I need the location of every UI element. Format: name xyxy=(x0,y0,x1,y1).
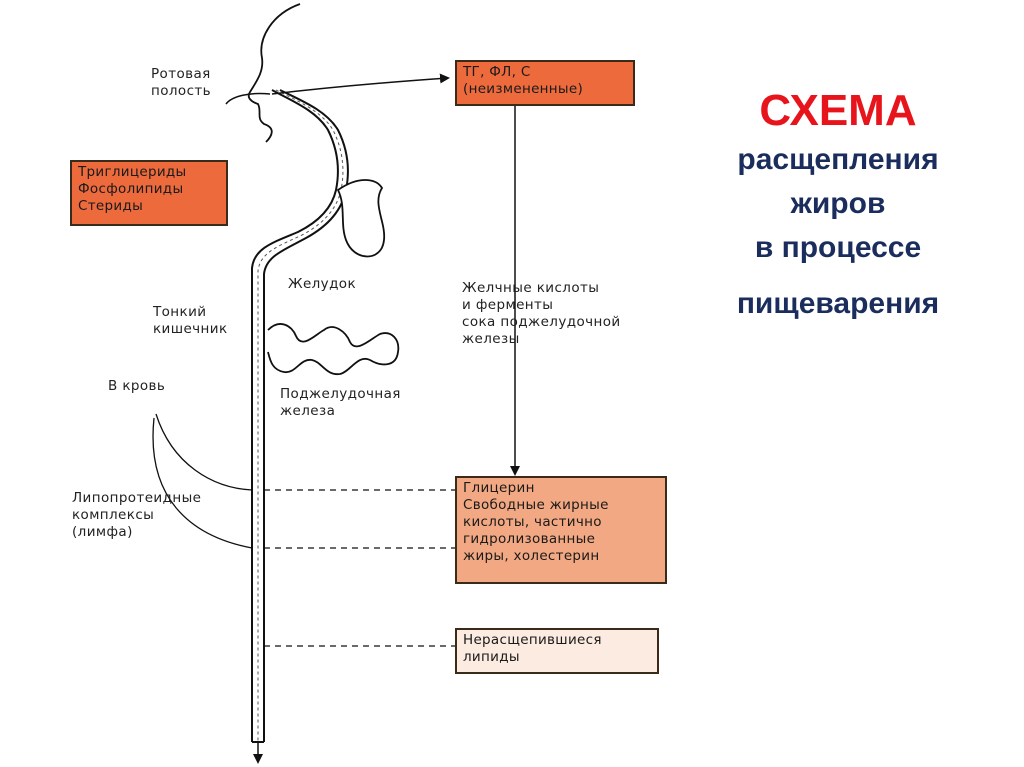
label-bile-enzymes: Желчные кислоты и ферменты сока поджелуд… xyxy=(462,280,621,347)
digestive-tract-outer-left xyxy=(251,89,339,742)
pancreas-shape xyxy=(267,323,400,375)
label-stomach: Желудок xyxy=(288,276,357,292)
mouth-arc xyxy=(225,92,271,105)
box-input-fats: Триглицериды Фосфолипиды Стериды xyxy=(70,160,228,226)
curve-to-blood-lower xyxy=(152,417,253,549)
head-profile-outline xyxy=(247,3,301,143)
label-lipoprotein-complexes: Липопротеидные комплексы (лимфа) xyxy=(72,490,202,540)
label-mouth: Ротовая полость xyxy=(151,66,212,99)
box-digestion-products: Глицерин Свободные жирные кислоты, части… xyxy=(455,476,667,584)
title-line-1: расщепления xyxy=(737,143,939,176)
title-line-2: жиров xyxy=(790,187,886,220)
label-pancreas: Поджелудочная железа xyxy=(280,386,401,419)
curve-to-blood-upper xyxy=(155,413,253,491)
title-line-4: пищеварения xyxy=(736,287,940,320)
title-main: СХЕМА xyxy=(759,86,917,135)
label-to-blood: В кровь xyxy=(108,378,166,394)
stomach-shape xyxy=(336,179,385,258)
arrow-to-unchanged xyxy=(271,73,450,95)
title-line-3: в процессе xyxy=(754,231,922,264)
box-undigested-lipids: Нерасщепившиеся липиды xyxy=(455,628,659,674)
label-small-intestine: Тонкий кишечник xyxy=(153,304,228,337)
diagram-title: СХЕМА расщепления жиров в процессе пищев… xyxy=(688,84,988,326)
box-unchanged-fats: ТГ, ФЛ, С (неизмененные) xyxy=(455,60,635,106)
